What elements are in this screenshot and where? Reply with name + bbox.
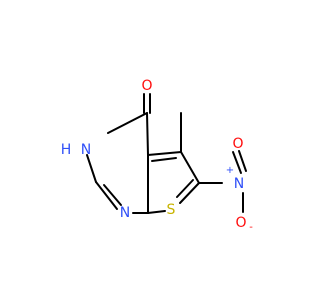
atom-nitrogen-nh: N (81, 142, 91, 158)
bond-c4a-c5-a (147, 151, 182, 156)
atom-oxygen-nitro-bottom: O (235, 215, 246, 231)
bond-c4a-c5-b (151, 157, 177, 162)
molecule-structure: O H N N S N + O O - (61, 78, 253, 233)
bond-c6-s-b (176, 179, 194, 198)
atom-oxygen-nitro-top: O (232, 136, 243, 152)
atom-nitrogen-ring: N (120, 205, 130, 221)
bond-n-o-top-b (238, 150, 247, 172)
bond-c4-n3 (107, 112, 148, 134)
atom-hydrogen-nh: H (61, 142, 72, 158)
bond-c6-s-a (179, 182, 200, 204)
bond-c2-n1-b (103, 184, 122, 206)
bond-c4a-c4 (146, 112, 149, 156)
atom-labels: O H N N S N + O O - (61, 78, 253, 233)
atom-oxygen-carbonyl: O (141, 78, 152, 94)
bond-c5-c6 (180, 151, 200, 184)
bond-s-c7a (147, 210, 166, 214)
bond-n3-c2 (86, 154, 97, 183)
nitro-minus-charge: - (249, 222, 253, 233)
atom-sulfur: S (167, 202, 176, 218)
bonds (86, 93, 247, 214)
nitro-plus-charge: + (226, 165, 234, 176)
bond-n-o-top-a (232, 151, 242, 174)
atom-nitrogen-nitro: N (234, 176, 244, 192)
bond-c2-n1-a (95, 181, 118, 210)
